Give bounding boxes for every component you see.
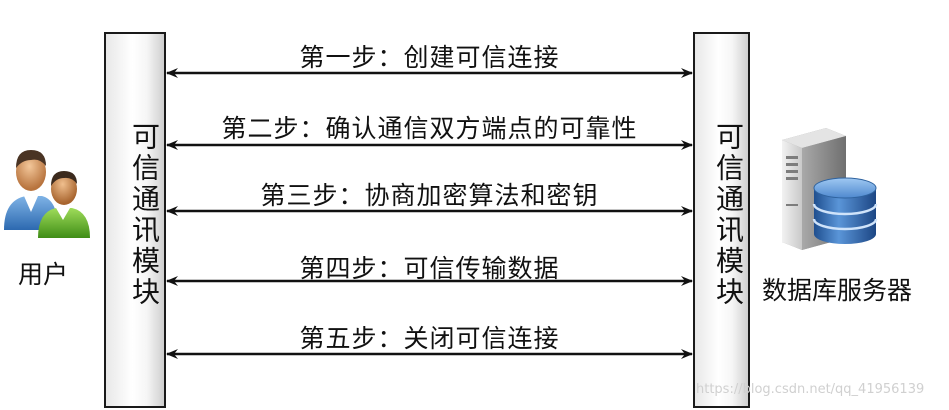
step-4-label: 第四步：可信传输数据 bbox=[299, 254, 560, 283]
left-trusted-comm-module: 可信通讯模块 bbox=[104, 32, 166, 408]
step-3-label: 第三步：协商加密算法和密钥 bbox=[260, 181, 599, 210]
right-trusted-comm-module: 可信通讯模块 bbox=[693, 32, 750, 408]
watermark: https://blog.csdn.net/qq_41956139 bbox=[696, 382, 925, 397]
step-1-label: 第一步：创建可信连接 bbox=[299, 43, 560, 72]
step-5-label: 第五步：关闭可信连接 bbox=[299, 324, 560, 353]
right-module-label: 可信通讯模块 bbox=[712, 122, 745, 308]
users-icon bbox=[0, 140, 95, 240]
left-module-label: 可信通讯模块 bbox=[128, 122, 161, 308]
server-label: 数据库服务器 bbox=[762, 276, 913, 305]
database-server-icon bbox=[774, 126, 886, 254]
user-label: 用户 bbox=[18, 260, 69, 289]
step-2-label: 第二步：确认通信双方端点的可靠性 bbox=[221, 114, 638, 143]
